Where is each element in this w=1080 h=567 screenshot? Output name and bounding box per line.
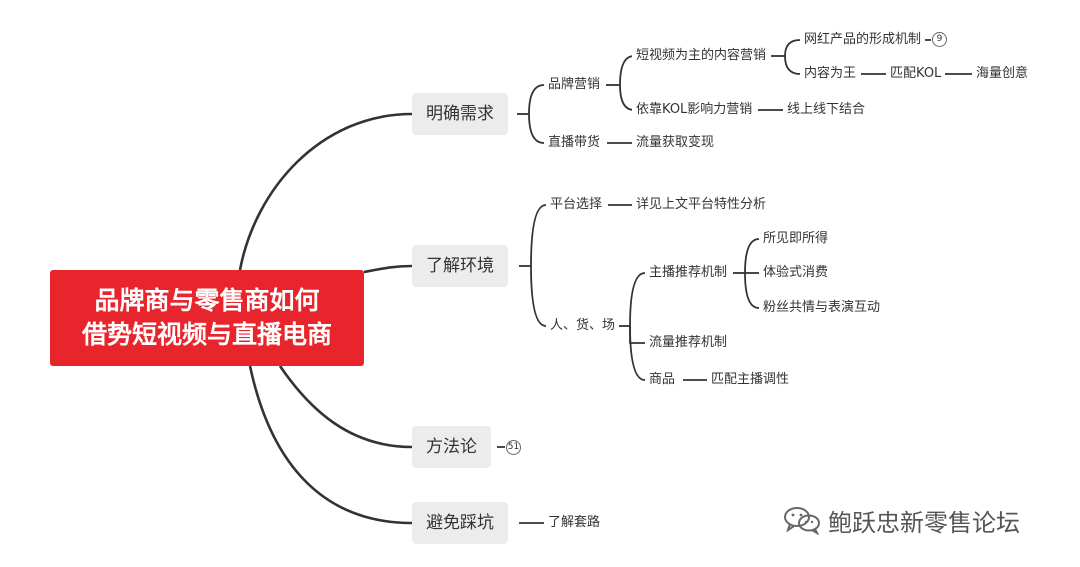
branch-avoid: 避免踩坑 bbox=[412, 502, 508, 544]
topic-short-video: 短视频为主的内容营销 bbox=[632, 47, 771, 65]
topic-traffic-mechanism: 流量推荐机制 bbox=[645, 334, 732, 352]
topic-content-king: 内容为王 bbox=[800, 65, 861, 83]
topic-platform: 平台选择 bbox=[546, 196, 607, 214]
topic-live-selling: 直播带货 bbox=[544, 134, 605, 152]
topic-people-goods-place: 人、货、场 bbox=[546, 317, 620, 335]
connector-root-avoid bbox=[248, 365, 413, 525]
topic-goods-match: 匹配主播调性 bbox=[707, 371, 794, 389]
topic-anchor-item: 粉丝共情与表演互动 bbox=[759, 299, 885, 317]
collapsed-count-badge[interactable]: 9 bbox=[932, 32, 947, 47]
topic-anchor-item: 体验式消费 bbox=[759, 264, 833, 282]
topic-traffic-monetize: 流量获取变现 bbox=[632, 134, 719, 152]
topic-anchor-mechanism: 主播推荐机制 bbox=[645, 264, 732, 282]
topic-product-mechanism: 网红产品的形成机制 bbox=[800, 31, 926, 49]
connector-root-methodology bbox=[278, 365, 413, 449]
topic-understand-tricks: 了解套路 bbox=[544, 514, 605, 532]
connector-root-demand bbox=[238, 112, 413, 271]
branch-environment: 了解环境 bbox=[412, 245, 508, 287]
root-topic: 品牌商与零售商如何 借势短视频与直播电商 bbox=[50, 270, 364, 366]
connector-root-environment bbox=[363, 264, 413, 274]
topic-brand-marketing: 品牌营销 bbox=[544, 76, 605, 94]
topic-anchor-item: 所见即所得 bbox=[759, 230, 833, 248]
wechat-icon bbox=[784, 507, 820, 535]
root-title-line2: 借势短视频与直播电商 bbox=[81, 320, 332, 349]
topic-kol-marketing: 依靠KOL影响力营销 bbox=[632, 101, 757, 119]
branch-methodology: 方法论 bbox=[412, 426, 491, 468]
topic-creativity: 海量创意 bbox=[972, 65, 1033, 83]
watermark-text: 鲍跃忠新零售论坛 bbox=[828, 508, 1020, 537]
collapsed-count-badge[interactable]: 51 bbox=[506, 440, 521, 455]
topic-match-kol: 匹配KOL bbox=[886, 65, 946, 83]
root-title-line1: 品牌商与零售商如何 bbox=[94, 286, 320, 315]
branch-demand: 明确需求 bbox=[412, 93, 508, 135]
watermark: 鲍跃忠新零售论坛 bbox=[782, 500, 1020, 540]
topic-online-offline: 线上线下结合 bbox=[783, 101, 870, 119]
topic-goods: 商品 bbox=[645, 371, 680, 389]
topic-platform-detail: 详见上文平台特性分析 bbox=[632, 196, 771, 214]
